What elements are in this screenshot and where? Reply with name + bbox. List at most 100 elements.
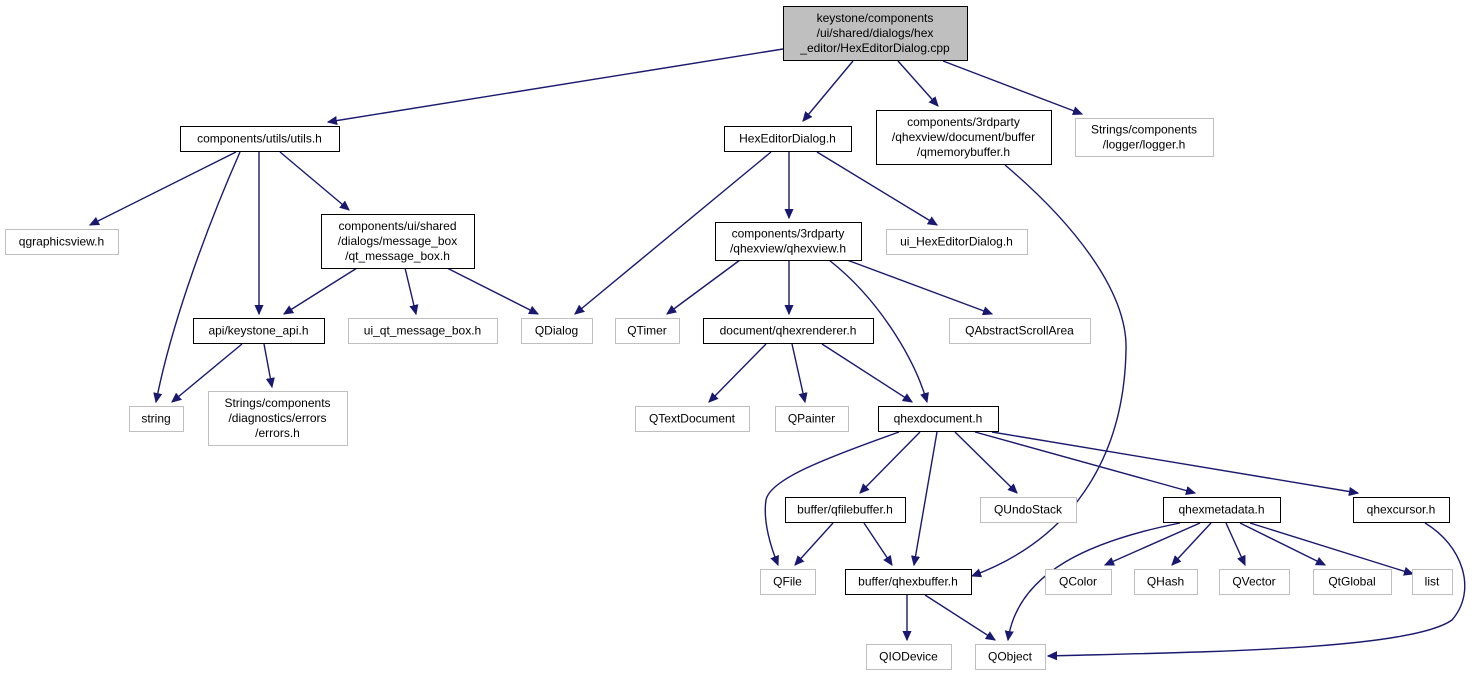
node-label: /qmemorybuffer.h [917, 145, 1010, 159]
node-box [845, 569, 972, 595]
node-box [975, 644, 1046, 670]
edge-hexeditordialog-to-qdialog [575, 151, 772, 314]
edge-qhexmetadata-to-qcolor [1105, 522, 1201, 566]
edge-qfilebuffer-to-qhexbuffer [863, 522, 892, 565]
edge-qhexmetadata-to-list [1249, 522, 1413, 574]
node-label: QHash [1147, 575, 1184, 589]
edge-qmemorybuffer-to-qhexbuffer [972, 164, 1127, 576]
edge-root-to-qmemorybuffer [897, 60, 938, 106]
edge-utils-to-qtmessagebox [279, 151, 349, 210]
node-qfile: QFile [760, 569, 816, 595]
node-label: components/3rdparty [907, 115, 1020, 129]
node-box [775, 406, 849, 432]
node-uihexeditordialog: ui_HexEditorDialog.h [886, 229, 1028, 255]
node-label: document/qhexrenderer.h [720, 324, 857, 338]
node-qhexdocument[interactable]: qhexdocument.h [878, 406, 999, 432]
edge-qhexdocument-to-qhexbuffer [914, 431, 938, 565]
edge-qhexview-to-qabstractscrollarea [846, 259, 992, 314]
edge-qhexdocument-to-qhexcursor [991, 431, 1358, 493]
node-qhexbuffer[interactable]: buffer/qhexbuffer.h [845, 569, 972, 595]
node-label: components/ui/shared [338, 219, 456, 233]
edge-qfilebuffer-to-qfile [795, 522, 834, 565]
node-label: QDialog [535, 324, 578, 338]
node-qiodevice: QIODevice [866, 644, 952, 670]
node-label: QtGlobal [1328, 575, 1375, 589]
edge-qtmessagebox-to-keystoneapi [284, 267, 358, 314]
node-qvector: QVector [1219, 569, 1290, 595]
node-qtglobal: QtGlobal [1313, 569, 1392, 595]
node-qhexcursor[interactable]: qhexcursor.h [1353, 497, 1450, 523]
edge-qhexmetadata-to-qtglobal [1239, 522, 1325, 566]
node-qhexview[interactable]: components/3rdparty/qhexview/qhexview.h [715, 222, 862, 261]
node-label: QVector [1232, 575, 1275, 589]
node-label: ui_qt_message_box.h [364, 324, 481, 338]
node-label: QPainter [788, 412, 835, 426]
node-label: HexEditorDialog.h [739, 132, 836, 146]
node-box [724, 126, 852, 152]
node-box [1134, 569, 1198, 595]
node-box [703, 318, 874, 344]
node-label: Strings/components [1091, 123, 1197, 137]
node-utils[interactable]: components/utils/utils.h [180, 126, 340, 152]
edge-qhexdocument-to-qfile [764, 431, 900, 565]
nodes-layer: keystone/components/ui/shared/dialogs/he… [5, 6, 1453, 670]
node-box [1075, 118, 1214, 157]
edge-utils-to-qgraphicsview [90, 151, 237, 226]
edge-qhexmetadata-to-qobject [1008, 522, 1181, 640]
node-label: list [1425, 575, 1440, 589]
edge-qhexbuffer-to-qobject [924, 594, 995, 640]
node-label: string [141, 412, 170, 426]
node-box [760, 569, 816, 595]
node-qtmessagebox[interactable]: components/ui/shared/dialogs/message_box… [321, 214, 475, 269]
node-label: QUndoStack [994, 503, 1063, 517]
node-box [1412, 569, 1453, 595]
node-label: QObject [988, 650, 1033, 664]
node-box [715, 222, 862, 261]
node-logger: Strings/components/logger/logger.h [1075, 118, 1214, 157]
node-box [180, 126, 340, 152]
node-keystoneapi[interactable]: api/keystone_api.h [193, 318, 325, 344]
edge-qtmessagebox-to-uiqtmessagebox [404, 267, 416, 314]
node-hexeditordialog[interactable]: HexEditorDialog.h [724, 126, 852, 152]
node-box [129, 406, 184, 432]
edge-qhexmetadata-to-qhash [1172, 522, 1212, 565]
edge-qhexdocument-to-qhexmetadata [974, 431, 1195, 493]
node-qhexmetadata[interactable]: qhexmetadata.h [1163, 497, 1281, 523]
edge-root-to-utils [328, 48, 784, 122]
node-qpainter: QPainter [775, 406, 849, 432]
edge-qhexview-to-qhexdocument [828, 259, 927, 402]
edge-qhexrenderer-to-qhexdocument [821, 343, 912, 402]
node-label: QAbstractScrollArea [965, 324, 1074, 338]
node-label: QFile [773, 575, 802, 589]
node-qfilebuffer[interactable]: buffer/qfilebuffer.h [785, 497, 906, 523]
node-label: QIODevice [879, 650, 938, 664]
edge-qhexrenderer-to-qpainter [791, 343, 805, 402]
node-label: qhexdocument.h [894, 412, 983, 426]
node-qtextdocument: QTextDocument [635, 406, 750, 432]
edge-utils-to-string [156, 151, 241, 402]
node-label: qgraphicsview.h [19, 235, 104, 249]
node-label: QTimer [627, 324, 667, 338]
node-box [949, 318, 1091, 344]
node-label: /errors.h [255, 426, 300, 440]
node-box [615, 318, 680, 344]
node-label: QTextDocument [649, 412, 736, 426]
node-root[interactable]: keystone/components/ui/shared/dialogs/he… [783, 6, 968, 61]
node-qmemorybuffer[interactable]: components/3rdparty/qhexview/document/bu… [876, 110, 1052, 165]
node-qcolor: QColor [1045, 569, 1112, 595]
edge-qhexcursor-to-qobject [1048, 522, 1466, 656]
node-qhexrenderer[interactable]: document/qhexrenderer.h [703, 318, 874, 344]
node-label: /diagnostics/errors [228, 411, 326, 425]
node-box [348, 318, 498, 344]
node-label: keystone/components [817, 11, 934, 25]
node-box [193, 318, 325, 344]
edge-hexeditordialog-to-uihexeditordialog [816, 151, 937, 225]
node-qobject: QObject [975, 644, 1046, 670]
node-label: QColor [1059, 575, 1097, 589]
node-qabstractscrollarea: QAbstractScrollArea [949, 318, 1091, 344]
node-errors: Strings/components/diagnostics/errors/er… [208, 391, 348, 446]
node-label: buffer/qfilebuffer.h [797, 503, 893, 517]
node-box [1163, 497, 1281, 523]
node-label: _editor/HexEditorDialog.cpp [799, 41, 950, 55]
